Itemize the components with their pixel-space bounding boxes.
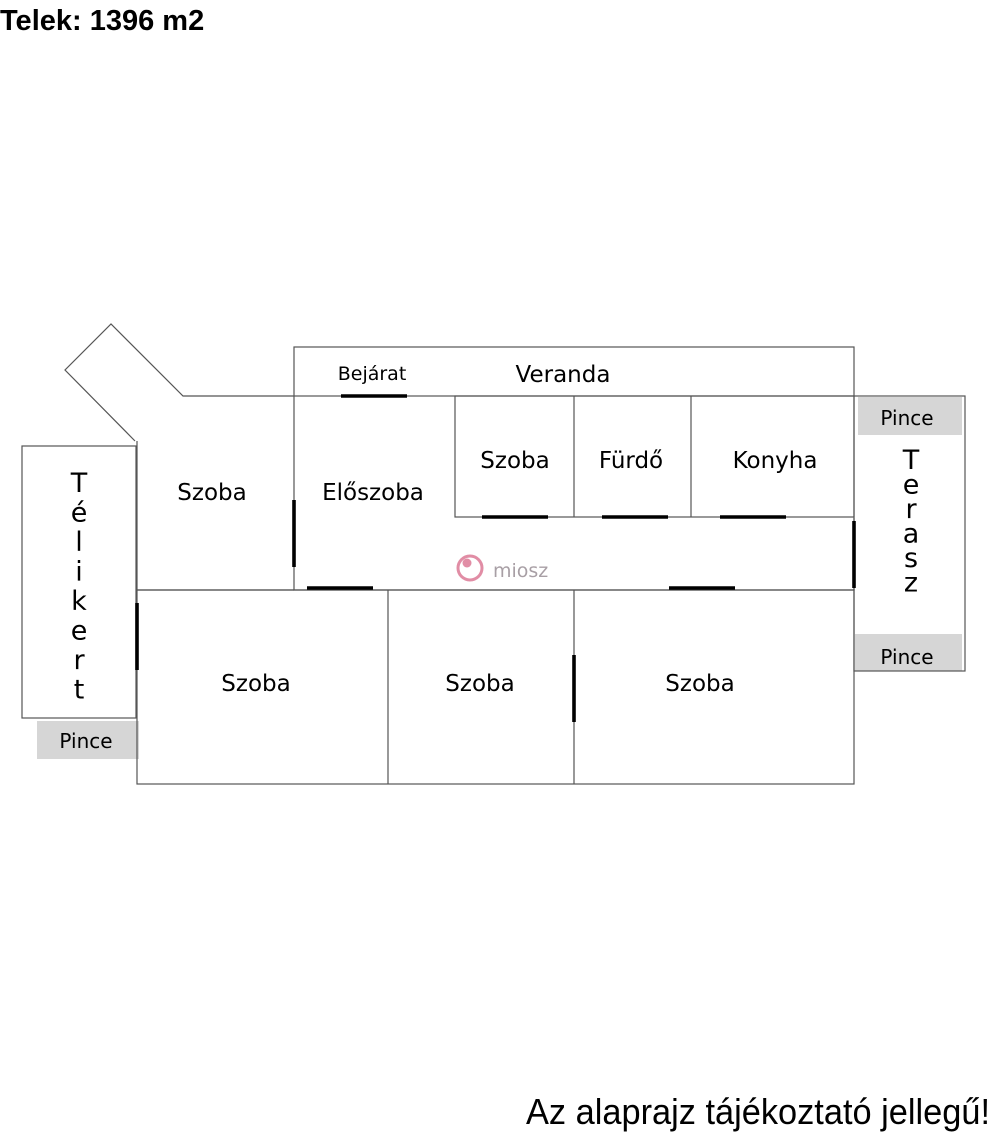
winter-garden-label-letter: t xyxy=(74,675,85,706)
plot-size-title: Telek: 1396 m2 xyxy=(0,5,204,37)
cellar-left-area xyxy=(37,721,139,759)
label-room-top-small: Szoba xyxy=(480,448,549,474)
cellar-right-bottom-area xyxy=(855,634,962,671)
miosz-watermark-logo: miosz xyxy=(456,554,548,582)
label-kitchen: Konyha xyxy=(733,448,818,474)
label-cellar-right-top: Pince xyxy=(880,406,933,430)
winter-garden-label-letter: k xyxy=(71,586,87,617)
label-room-bottom-mid: Szoba xyxy=(445,671,514,697)
winter-garden-label-letter: i xyxy=(75,557,83,588)
terrace-label-letter: s xyxy=(904,543,918,574)
doors xyxy=(135,394,856,722)
label-room-left: Szoba xyxy=(177,480,246,506)
winter-garden-label-letter: r xyxy=(73,645,85,676)
label-bathroom: Fürdő xyxy=(599,448,663,474)
disclaimer-note: Az alaprajz tájékoztató jellegű! xyxy=(526,1091,990,1132)
label-room-bottom-left: Szoba xyxy=(221,671,290,697)
terrace-label-letter: e xyxy=(903,470,920,501)
label-hall: Előszoba xyxy=(322,480,424,506)
terrace-label-letter: z xyxy=(904,568,918,599)
terrace-label-letter: r xyxy=(905,494,917,525)
label-veranda: Veranda xyxy=(516,362,611,388)
watermark-text: miosz xyxy=(493,560,548,582)
terrace-label-letter: a xyxy=(903,519,920,550)
cellar-right-top-area xyxy=(858,397,962,435)
walls xyxy=(21,323,966,785)
winter-garden-label-letter: é xyxy=(71,498,88,529)
winter-garden-label-letter: T xyxy=(70,468,88,499)
winter-garden-label-letter: e xyxy=(71,616,88,647)
terrace-label-letter: T xyxy=(902,445,920,476)
label-entrance: Bejárat xyxy=(338,363,407,385)
label-cellar-right-bottom: Pince xyxy=(880,645,933,669)
winter-garden-label-letter: l xyxy=(75,527,83,558)
label-room-bottom-right: Szoba xyxy=(665,671,734,697)
label-cellar-left: Pince xyxy=(59,729,112,753)
